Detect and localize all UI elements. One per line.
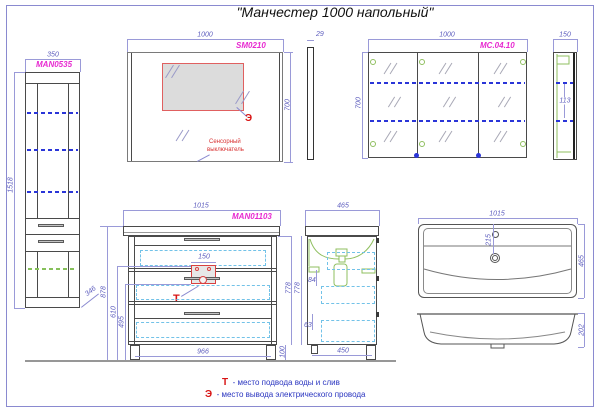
dim-mc-depth: 150 — [559, 31, 571, 39]
dim-side-gap-top: 84 — [308, 277, 316, 284]
dim-vanity-total-height: 878 — [100, 286, 108, 298]
vanity-label: MAN01103 — [232, 212, 272, 221]
dim-mirror-thickness: 29 — [316, 31, 324, 38]
dim-vanity-width: 1015 — [193, 202, 209, 210]
mirror-shine-icon — [235, 90, 256, 105]
dim-tall-height: 1518 — [7, 177, 15, 193]
drawer-handle — [38, 240, 64, 243]
drawer-handle — [184, 238, 220, 241]
dim-mc-width: 1000 — [439, 31, 455, 39]
mc-side-interior — [556, 54, 571, 158]
mirror-shine-icon — [442, 96, 457, 108]
shelf-dashed-line — [370, 82, 525, 84]
shelf-dashed-line — [556, 120, 573, 122]
dim-between-legs: 966 — [197, 348, 209, 356]
dim-mc-height: 700 — [355, 97, 363, 109]
mirror-label: SM0210 — [236, 41, 266, 50]
shelf-dashed-line — [27, 112, 78, 114]
mirror-shine-icon — [438, 62, 455, 75]
dim-plumb-bottom: 495 — [118, 316, 126, 328]
page-title: "Манчестер 1000 напольный" — [236, 4, 434, 20]
vanity-leg — [266, 345, 276, 360]
drawer-handle — [38, 224, 64, 227]
dim-leg-height: 100 — [279, 346, 287, 358]
dim-mc-shelf-gap: 113 — [558, 97, 572, 105]
door-knob — [476, 153, 481, 158]
drain-hole — [199, 276, 207, 284]
shelf-dashed-line-green — [28, 268, 77, 270]
pipe-hole — [195, 267, 199, 271]
shelf-dashed-line — [370, 120, 525, 122]
dim-vanity-body-height: 778 — [285, 282, 293, 294]
touch-switch-note: Сенсорный выключатель — [207, 139, 244, 153]
shelf-dashed-line — [556, 82, 573, 84]
dim-side-gap-bottom: 63 — [304, 322, 312, 329]
dim-plumb-width: 150 — [198, 253, 210, 261]
mirror-shine-icon — [493, 130, 510, 143]
legend-electric-text: - место вывода электрического провода — [216, 390, 366, 399]
shelf-dashed-line — [27, 149, 78, 151]
drawer-handle — [184, 312, 220, 315]
door-knob — [414, 153, 419, 158]
mirror-cabinet-label: MC.04.10 — [480, 41, 515, 50]
faucet-hole — [492, 231, 499, 238]
handle-profile — [376, 276, 379, 281]
hinge-icon — [520, 141, 526, 147]
shelf-dashed-line — [27, 191, 78, 193]
sink-profile — [417, 313, 578, 349]
dim-vanity-depth: 465 — [337, 202, 349, 210]
dim-mirror-width: 1000 — [197, 31, 213, 39]
page-border — [6, 5, 594, 407]
mirror-shine-icon — [438, 130, 455, 143]
dim-side-base: 450 — [337, 347, 349, 355]
handle-profile — [376, 238, 379, 243]
mirror-shine-icon — [493, 62, 510, 75]
legend-water-text: - место подвода воды и слив — [232, 378, 340, 387]
drawer-inner-box — [136, 322, 270, 338]
hinge-icon — [520, 59, 526, 65]
drawer-inner-box — [136, 285, 270, 300]
floor-line — [25, 360, 396, 362]
dim-tall-width: 350 — [47, 51, 59, 59]
dim-mirror-height: 700 — [284, 99, 292, 111]
mirror-shine-icon — [497, 96, 512, 108]
mirror-shine-icon — [383, 130, 400, 143]
dim-sink-drain-offset: 215 — [485, 234, 493, 246]
dim-sink-depth: 465 — [578, 255, 586, 267]
dim-plumb-top: 610 — [110, 306, 118, 318]
sink-drain-inner — [492, 255, 498, 261]
handle-profile — [376, 312, 379, 317]
dim-side-body-height: 778 — [294, 282, 302, 294]
electric-point-mark: Э — [245, 113, 253, 124]
tall-cabinet-label: MAN0535 — [36, 60, 73, 69]
hinge-icon — [370, 59, 376, 65]
legend-water-mark: Т — [222, 377, 229, 388]
vanity-leg — [366, 345, 376, 360]
hinge-icon — [419, 59, 425, 65]
hinge-icon — [370, 141, 376, 147]
dim-sink-height: 202 — [578, 324, 586, 336]
mirror-shine-icon — [165, 64, 186, 79]
mirror-shine-icon — [383, 62, 400, 75]
mirror-shine-icon — [175, 129, 198, 142]
sink-bowl-lines — [423, 245, 572, 280]
vanity-leg — [130, 345, 140, 360]
drawer-inner-box — [321, 286, 375, 304]
drawer-inner-box — [321, 320, 375, 342]
hinge-icon — [419, 141, 425, 147]
drawer-inner-box — [327, 252, 375, 270]
vanity-foot — [311, 345, 318, 354]
mirror-shine-icon — [387, 96, 402, 108]
dim-sink-width: 1015 — [489, 210, 505, 218]
pipe-hole — [207, 267, 211, 271]
legend-electric-mark: Э — [205, 389, 213, 400]
